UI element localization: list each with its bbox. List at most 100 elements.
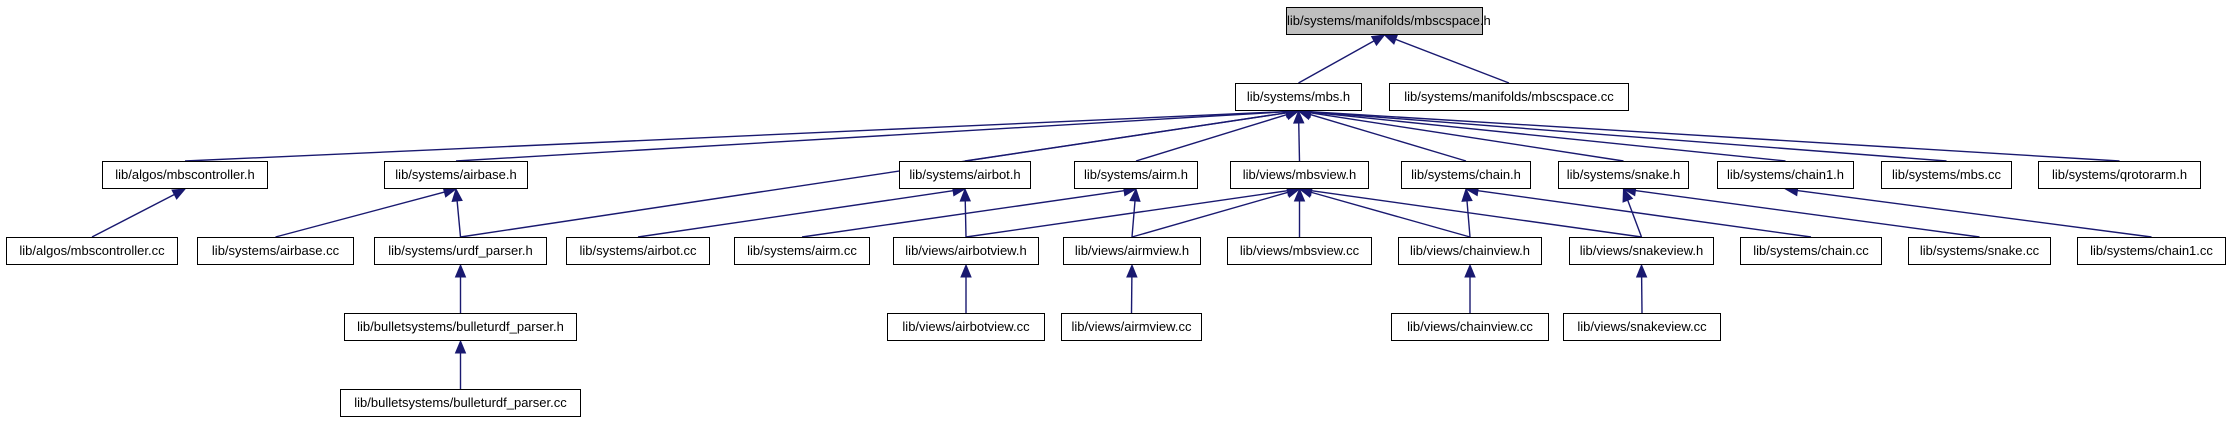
edge-line (1298, 122, 1301, 162)
edge-line (1627, 199, 1643, 238)
edge-chainview_h-to-mbsview_h (1298, 186, 1471, 238)
edge-snakeview_h-to-snake_h (1622, 187, 1643, 238)
node-lib-views-snakeview-cc[interactable]: lib/views/snakeview.cc (1563, 313, 1721, 341)
edge-chainview_h-to-chain_h (1461, 187, 1473, 238)
edge-line (964, 112, 1287, 162)
node-lib-systems-airbot-h[interactable]: lib/systems/airbot.h (899, 161, 1031, 189)
edge-airbotview_h-to-airbot_h (959, 187, 972, 238)
edge-line (964, 200, 967, 238)
edge-chain1_cc-to-chain1_h (1784, 184, 2152, 238)
edge-arrowhead (1293, 187, 1306, 202)
edge-chainview_cc-to-chainview_h (1464, 263, 1476, 313)
node-lib-systems-chain1-h[interactable]: lib/systems/chain1.h (1717, 161, 1854, 189)
edge-mbsview_h-to-mbs_h (1293, 109, 1305, 162)
edge-arrowhead (1635, 263, 1648, 278)
node-lib-views-airbotview-cc[interactable]: lib/views/airbotview.cc (887, 313, 1045, 341)
edge-airmview_h-to-airm_h (1129, 187, 1141, 238)
edge-arrowhead (1126, 263, 1138, 278)
edge-line (1477, 189, 1812, 238)
edge-urdf_parser_h-to-airbase_h (451, 187, 463, 238)
edge-line (1310, 111, 1947, 162)
edge-mbscontroller_cc-to-mbscontroller_h (91, 188, 187, 238)
edge-line (1310, 191, 1471, 238)
edge-arrowhead (959, 187, 972, 202)
edge-airm_cc-to-airm_h (801, 185, 1138, 238)
edge-line (1310, 111, 1786, 162)
edge-arrowhead (1464, 263, 1476, 278)
edge-mbs_h-to-mbscspace_h (1298, 34, 1386, 84)
edge-arrowhead (171, 188, 187, 200)
edge-airbase_h-to-mbs_h (455, 106, 1300, 162)
node-lib-bulletsystems-bulleturdf-parser-cc[interactable]: lib/bulletsystems/bulleturdf_parser.cc (340, 389, 581, 417)
edge-arrowhead (1370, 34, 1386, 47)
edge-arrowhead (960, 263, 972, 278)
edge-airbotview_cc-to-airbotview_h (960, 263, 972, 313)
node-lib-systems-urdf-parser-h[interactable]: lib/systems/urdf_parser.h (374, 237, 547, 265)
node-lib-views-airmview-h[interactable]: lib/views/airmview.h (1063, 237, 1201, 265)
edge-line (1131, 200, 1136, 238)
node-lib-views-mbsview-cc[interactable]: lib/views/mbsview.cc (1227, 237, 1372, 265)
edge-airbot_cc-to-airbot_h (637, 185, 967, 238)
node-lib-systems-airm-h[interactable]: lib/systems/airm.h (1074, 161, 1198, 189)
node-lib-systems-airbase-h[interactable]: lib/systems/airbase.h (384, 161, 528, 189)
edge-arrowhead (454, 263, 467, 278)
edge-snake_cc-to-snake_h (1622, 184, 1980, 238)
node-lib-algos-mbscontroller-h[interactable]: lib/algos/mbscontroller.h (102, 161, 268, 189)
edge-arrowhead (1461, 187, 1473, 202)
edge-mbs_cc-to-mbs_h (1297, 106, 1947, 162)
node-lib-systems-chain1-cc[interactable]: lib/systems/chain1.cc (2077, 237, 2226, 265)
edge-mbscontroller_h-to-mbs_h (184, 105, 1300, 162)
edge-line (1395, 38, 1510, 84)
node-lib-views-mbsview-h[interactable]: lib/views/mbsview.h (1230, 161, 1369, 189)
edge-line (1797, 189, 2152, 238)
edge-airbase_cc-to-airbase_h (275, 186, 458, 238)
node-lib-algos-mbscontroller-cc[interactable]: lib/algos/mbscontroller.cc (6, 237, 178, 265)
edge-arrowhead (454, 339, 467, 354)
node-lib-systems-mbs-cc[interactable]: lib/systems/mbs.cc (1881, 161, 2012, 189)
node-lib-views-chainview-h[interactable]: lib/views/chainview.h (1398, 237, 1542, 265)
edge-snakeview_cc-to-snakeview_h (1635, 263, 1648, 314)
edge-mbscspace_cc-to-mbscspace_h (1383, 34, 1510, 84)
edge-mbsview_cc-to-mbsview_h (1293, 187, 1306, 237)
edge-line (275, 191, 445, 238)
node-lib-systems-mbs-h[interactable]: lib/systems/mbs.h (1235, 83, 1362, 111)
edge-line (456, 200, 462, 238)
node-lib-systems-airm-cc[interactable]: lib/systems/airm.cc (734, 237, 870, 265)
edge-arrowhead (1129, 187, 1141, 202)
node-lib-bulletsystems-bulleturdf-parser-h[interactable]: lib/bulletsystems/bulleturdf_parser.h (344, 313, 577, 341)
edge-line (455, 111, 1287, 162)
edge-airbot_h-to-mbs_h (964, 107, 1300, 162)
node-lib-views-airmview-cc[interactable]: lib/views/airmview.cc (1061, 313, 1202, 341)
node-lib-systems-snake-h[interactable]: lib/systems/snake.h (1558, 161, 1689, 189)
edge-line (1635, 189, 1980, 238)
node-lib-views-chainview-cc[interactable]: lib/views/chainview.cc (1391, 313, 1549, 341)
node-lib-systems-snake-cc[interactable]: lib/systems/snake.cc (1908, 237, 2051, 265)
node-lib-systems-manifolds-mbscspace-h: lib/systems/manifolds/mbscspace.h (1286, 7, 1491, 35)
edge-arrowhead (1622, 187, 1634, 203)
edge-arrowhead (451, 187, 463, 202)
edge-line (1131, 191, 1289, 238)
edge-arrowhead (1383, 34, 1399, 45)
edge-bulleturdf_parser_cc-to-bulleturdf_parser_h (454, 339, 467, 389)
edge-line (1310, 112, 1624, 162)
edge-airmview_cc-to-airmview_h (1126, 263, 1138, 314)
node-lib-views-snakeview-h[interactable]: lib/views/snakeview.h (1569, 237, 1714, 265)
edge-line (1298, 40, 1375, 84)
node-lib-systems-airbot-cc[interactable]: lib/systems/airbot.cc (566, 237, 710, 265)
edge-line (1466, 200, 1471, 238)
node-lib-systems-airbase-cc[interactable]: lib/systems/airbase.cc (197, 237, 354, 265)
node-lib-systems-chain-h[interactable]: lib/systems/chain.h (1401, 161, 1531, 189)
node-lib-systems-manifolds-mbscspace-cc[interactable]: lib/systems/manifolds/mbscspace.cc (1389, 83, 1629, 111)
edge-line (965, 190, 1288, 238)
edge-line (1135, 113, 1288, 162)
node-lib-systems-qrotorarm-h[interactable]: lib/systems/qrotorarm.h (2038, 161, 2201, 189)
edge-arrowhead (1293, 109, 1305, 124)
node-lib-systems-chain-cc[interactable]: lib/systems/chain.cc (1740, 237, 1882, 265)
node-lib-views-airbotview-h[interactable]: lib/views/airbotview.h (893, 237, 1039, 265)
edge-line (1311, 189, 1642, 238)
edge-line (91, 193, 175, 238)
edge-airmview_h-to-mbsview_h (1131, 186, 1301, 238)
edge-line (1310, 111, 2120, 162)
edge-line (184, 110, 1287, 162)
